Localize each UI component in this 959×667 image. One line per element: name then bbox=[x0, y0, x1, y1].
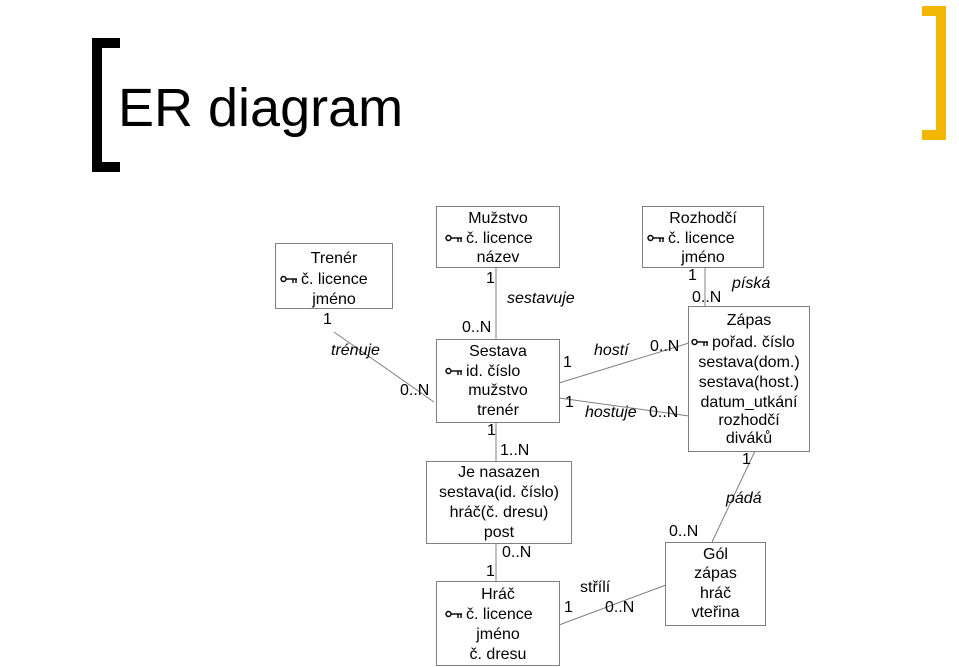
entity-title: Gól bbox=[703, 546, 728, 563]
attribute: jméno bbox=[681, 249, 725, 266]
cardinality: 0..N bbox=[502, 544, 532, 561]
cardinality: 1 bbox=[742, 451, 751, 468]
attribute: trenér bbox=[477, 402, 519, 419]
relationship-pada: pádá bbox=[726, 490, 762, 507]
cardinality: 1 bbox=[323, 311, 332, 328]
entity-rozhodci: Rozhodčí č. licence jméno bbox=[642, 206, 764, 268]
key-icon bbox=[691, 338, 708, 346]
attribute: vteřina bbox=[691, 604, 740, 621]
key-attribute: č. licence bbox=[445, 229, 533, 249]
relationship-strili: střílí bbox=[580, 579, 611, 596]
cardinality: 0..N bbox=[692, 289, 722, 306]
connector-hosti bbox=[558, 342, 690, 384]
attribute: zápas bbox=[694, 565, 737, 582]
entity-je-nasazen: Je nasazen sestava(id. číslo) hráč(č. dr… bbox=[426, 461, 572, 544]
relationship-hosti: hostí bbox=[594, 342, 629, 359]
attribute: sestava(host.) bbox=[698, 374, 800, 391]
cardinality: 1 bbox=[688, 267, 697, 284]
attribute: post bbox=[483, 524, 515, 541]
attribute: diváků bbox=[725, 430, 773, 447]
entity-title: Sestava bbox=[469, 343, 527, 360]
connector-hostuje bbox=[558, 397, 690, 417]
cardinality: 0..N bbox=[400, 382, 430, 399]
left-bracket-decoration bbox=[92, 38, 120, 172]
key-attribute: pořad. číslo bbox=[691, 333, 795, 353]
key-icon bbox=[445, 367, 462, 375]
attribute: č. dresu bbox=[469, 646, 527, 663]
connector-pada bbox=[711, 450, 756, 543]
cardinality: 0..N bbox=[649, 404, 679, 421]
entity-title: Rozhodčí bbox=[669, 210, 737, 227]
cardinality: 0..N bbox=[650, 338, 680, 355]
entity-muzstvo: Mužstvo č. licence název bbox=[436, 206, 560, 268]
attribute: datum_utkání bbox=[700, 394, 798, 411]
entity-title: Zápas bbox=[726, 312, 772, 329]
connector-strili bbox=[558, 584, 667, 626]
entity-zapas: Zápas pořad. číslo sestava(dom.) sestava… bbox=[688, 306, 810, 452]
cardinality: 0..N bbox=[462, 319, 492, 336]
cardinality: 0..N bbox=[605, 599, 635, 616]
attribute: jméno bbox=[312, 291, 356, 308]
relationship-hostuje: hostuje bbox=[585, 404, 637, 421]
relationship-piska: píská bbox=[732, 275, 771, 292]
cardinality: 1 bbox=[565, 394, 574, 411]
key-icon bbox=[647, 234, 664, 242]
entity-title: Je nasazen bbox=[458, 464, 540, 481]
entity-title: Mužstvo bbox=[468, 210, 528, 227]
attribute: hráč(č. dresu) bbox=[449, 504, 549, 521]
attribute: mužstvo bbox=[468, 382, 528, 399]
cardinality: 0..N bbox=[669, 523, 699, 540]
slide-title: ER diagram bbox=[118, 78, 404, 138]
cardinality: 1 bbox=[563, 354, 572, 371]
entity-title: Trenér bbox=[310, 250, 358, 267]
key-icon bbox=[280, 275, 297, 283]
entity-sestava: Sestava id. číslo mužstvo trenér bbox=[436, 339, 560, 423]
attribute: jméno bbox=[476, 626, 520, 643]
entity-gol: Gól zápas hráč vteřina bbox=[665, 542, 766, 626]
key-attribute: č. licence bbox=[280, 270, 368, 290]
key-attribute: id. číslo bbox=[445, 362, 520, 382]
key-icon bbox=[445, 234, 462, 242]
entity-hrac: Hráč č. licence jméno č. dresu bbox=[436, 581, 560, 666]
key-icon bbox=[445, 610, 462, 618]
attribute: hráč bbox=[699, 585, 732, 602]
cardinality: 1 bbox=[486, 270, 495, 287]
entity-title: Hráč bbox=[481, 586, 515, 603]
attribute: sestava(dom.) bbox=[698, 354, 800, 371]
entity-trener: Trenér č. licence jméno bbox=[275, 243, 393, 309]
attribute: rozhodčí bbox=[718, 412, 780, 429]
relationship-sestavuje: sestavuje bbox=[507, 290, 575, 307]
cardinality: 1 bbox=[564, 599, 573, 616]
key-attribute: č. licence bbox=[445, 605, 533, 625]
attribute: sestava(id. číslo) bbox=[438, 484, 560, 501]
cardinality: 1 bbox=[486, 563, 495, 580]
attribute: název bbox=[476, 249, 520, 266]
connector-trenuje bbox=[333, 331, 435, 403]
relationship-trenuje: trénuje bbox=[331, 342, 380, 359]
key-attribute: č. licence bbox=[647, 229, 735, 249]
cardinality: 1 bbox=[487, 422, 496, 439]
right-bracket-decoration bbox=[922, 6, 946, 140]
cardinality: 1..N bbox=[500, 442, 530, 459]
